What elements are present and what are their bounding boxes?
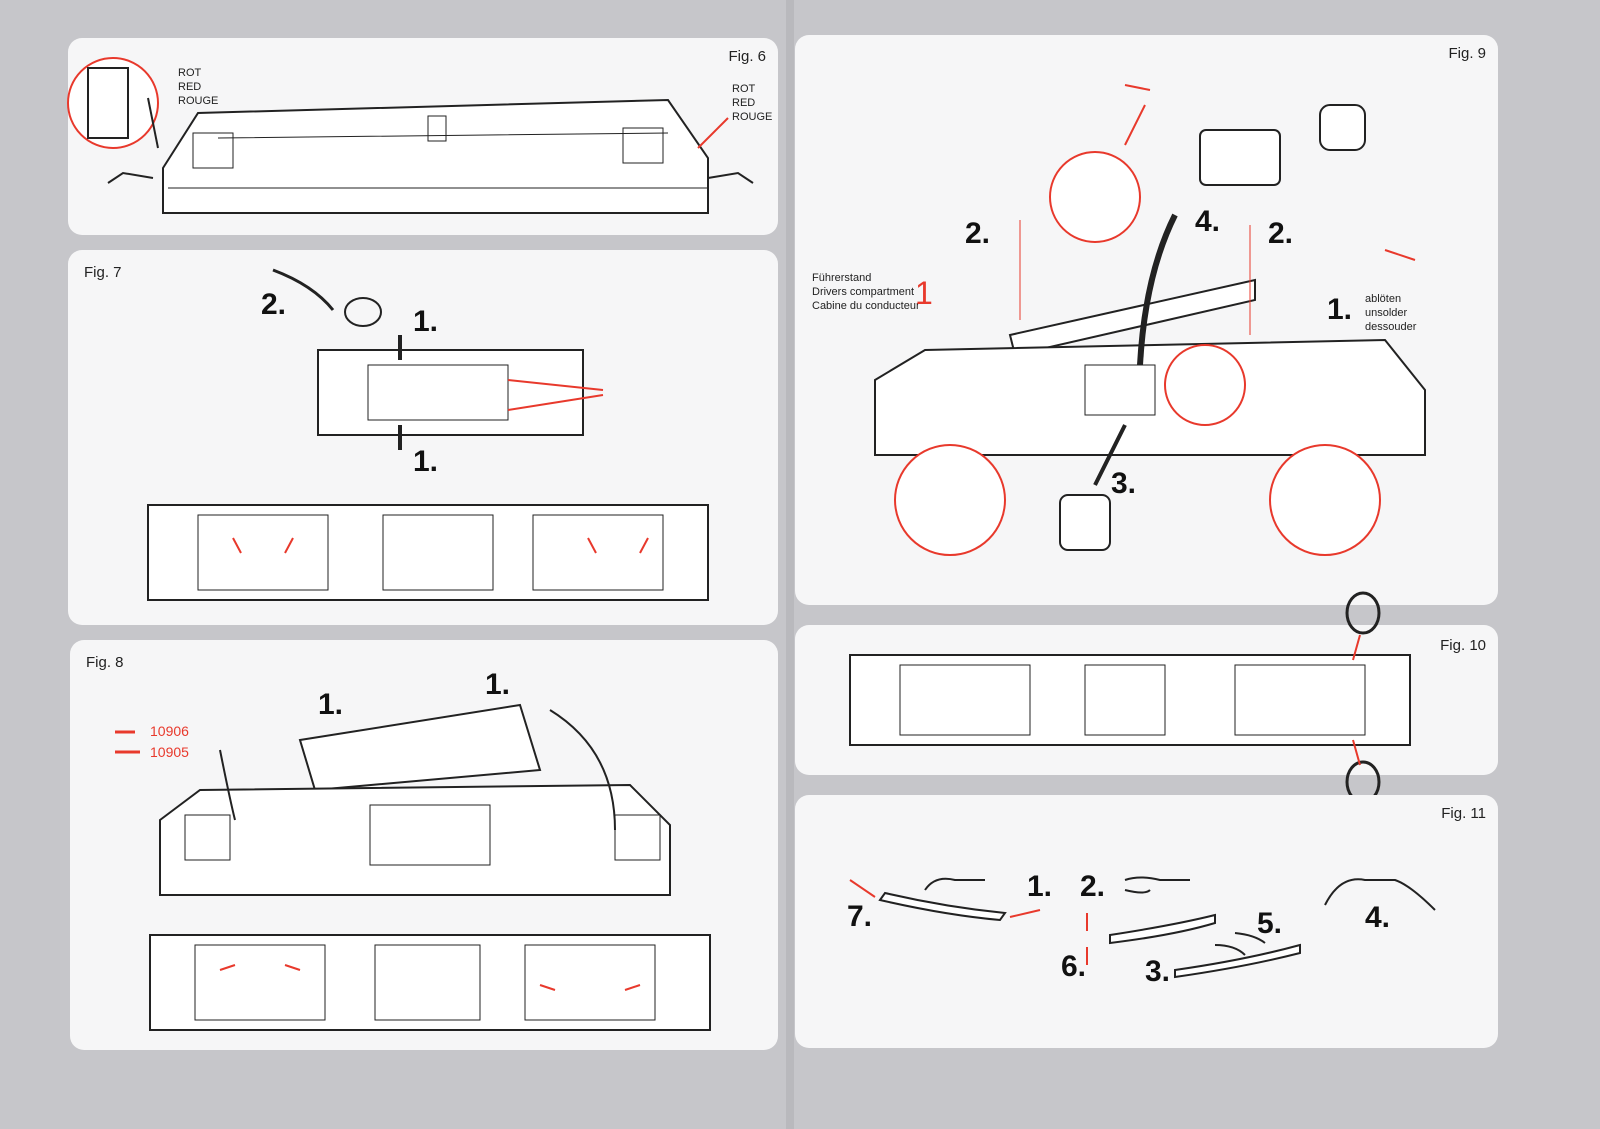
fig11-step: 7. bbox=[847, 900, 873, 933]
fig7-step: 1. bbox=[413, 445, 439, 478]
fig8-locomotive-drawing bbox=[115, 703, 711, 1031]
fig11-step: 2. bbox=[1080, 870, 1106, 903]
fig7-bogie-drawing bbox=[147, 268, 709, 601]
fig6-locomotive-drawing bbox=[67, 57, 754, 214]
fig9-step: 3. bbox=[1111, 467, 1137, 500]
fig11-step: 1. bbox=[1027, 870, 1053, 903]
fig9-step: 2. bbox=[1268, 217, 1294, 250]
compartment-number: 1 bbox=[915, 275, 933, 311]
legend-10905: 10905 bbox=[150, 744, 189, 760]
fig10-label: Fig. 10 bbox=[1440, 637, 1486, 654]
fig9-locomotive-drawing bbox=[874, 84, 1426, 556]
legend-10906: 10906 bbox=[150, 723, 189, 739]
fig8-label: Fig. 8 bbox=[86, 654, 124, 671]
fig11-snowplow-drawing bbox=[849, 876, 1436, 979]
fig9-label: Fig. 9 bbox=[1448, 45, 1486, 62]
fig7-step: 2. bbox=[261, 288, 287, 321]
fig9-step: 4. bbox=[1195, 205, 1221, 238]
fig11-step: 5. bbox=[1257, 907, 1283, 940]
fig10-panel: Fig. 10 bbox=[795, 591, 1498, 804]
fig6-label: Fig. 6 bbox=[728, 48, 766, 65]
fig11-label: Fig. 11 bbox=[1441, 805, 1486, 822]
fig7-label: Fig. 7 bbox=[84, 264, 122, 281]
fig9-step: 2. bbox=[965, 217, 991, 250]
fig11-step: 3. bbox=[1145, 955, 1171, 988]
fig11-step: 4. bbox=[1365, 901, 1391, 934]
fig8-panel: Fig. 8 10906 10905 1. 1. bbox=[70, 640, 778, 1050]
fig7-step: 1. bbox=[413, 305, 439, 338]
fig8-step: 1. bbox=[485, 668, 511, 701]
fig8-step: 1. bbox=[318, 688, 344, 721]
fig11-panel: Fig. 11 7. 1. 2. 6. 5. 3. 4. bbox=[795, 795, 1498, 1048]
fig9-step: 1. bbox=[1327, 293, 1353, 326]
fig7-panel: Fig. 7 2. 1. 1. bbox=[68, 250, 778, 625]
page-fold bbox=[786, 0, 794, 1129]
fig11-step: 6. bbox=[1061, 950, 1087, 983]
fig10-bogie-drawing bbox=[849, 591, 1411, 804]
